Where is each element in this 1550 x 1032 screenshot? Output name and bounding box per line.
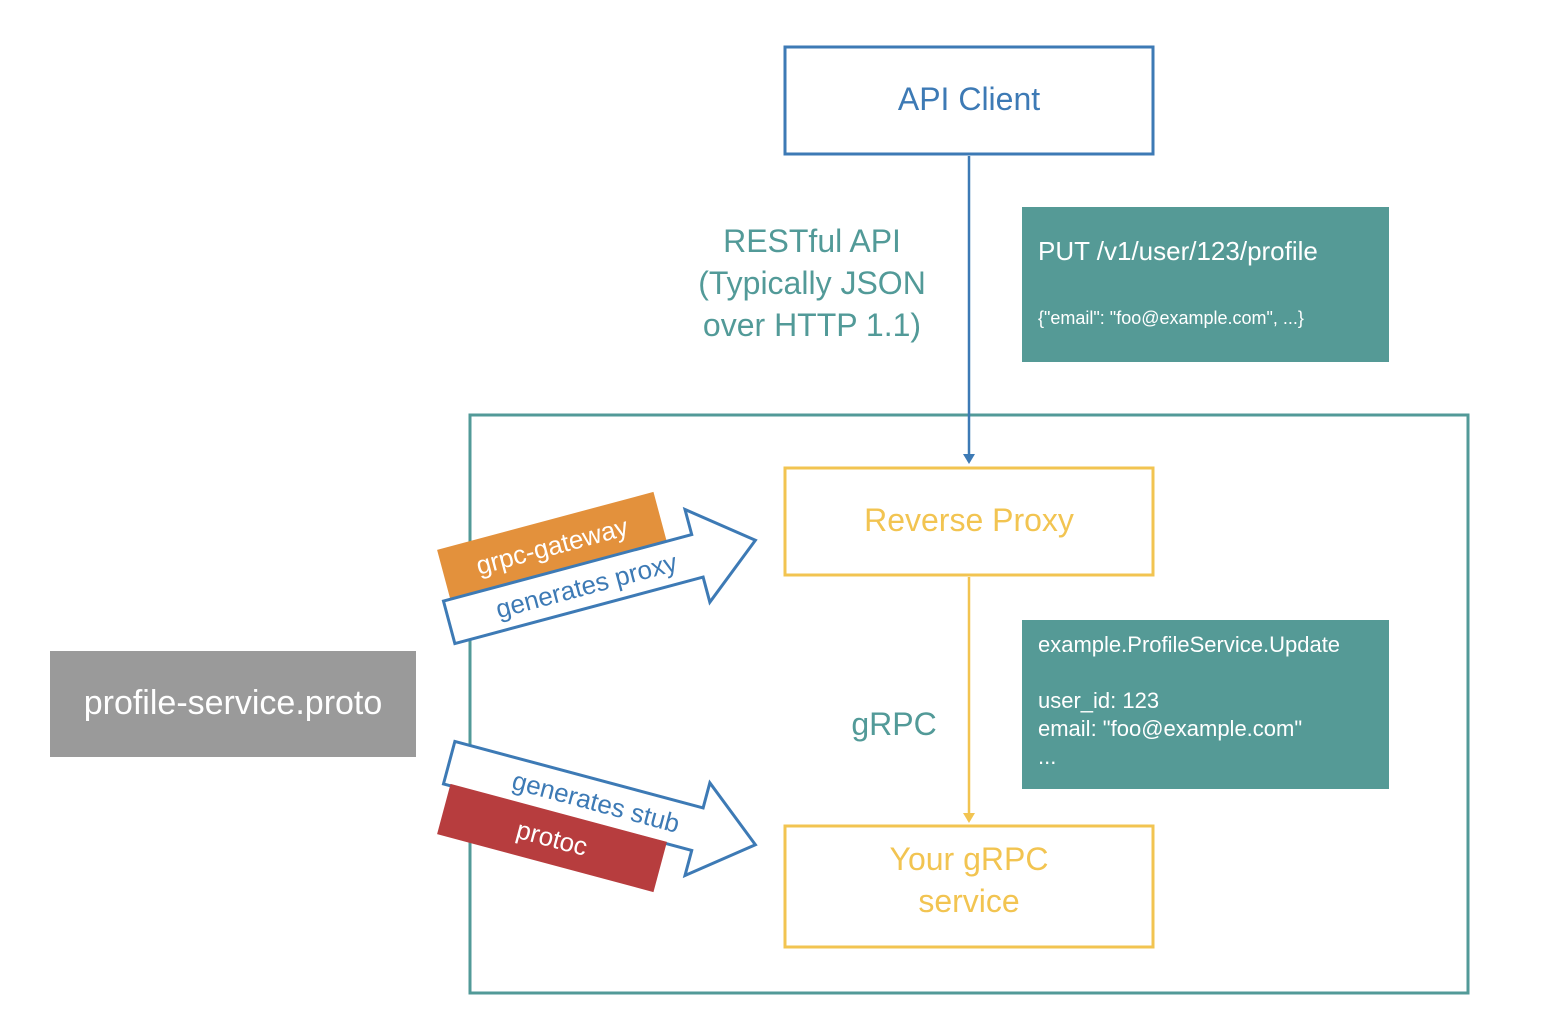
- api-client-label: API Client: [898, 81, 1040, 117]
- grpc-request-line-1: example.ProfileService.Update: [1038, 632, 1340, 657]
- rest-request-note: PUT /v1/user/123/profile {"email": "foo@…: [1022, 207, 1389, 362]
- reverse-proxy-label: Reverse Proxy: [864, 502, 1074, 538]
- protoc-tag: protoc: [437, 783, 667, 893]
- rest-label-line-2: (Typically JSON: [698, 265, 926, 301]
- grpc-request-line-5: ...: [1038, 744, 1056, 769]
- rest-label: RESTful API (Typically JSON over HTTP 1.…: [698, 223, 926, 343]
- grpc-request-line-3: user_id: 123: [1038, 688, 1159, 713]
- proto-file-box: profile-service.proto: [50, 651, 416, 757]
- rest-label-line-1: RESTful API: [723, 223, 901, 259]
- grpc-service-line-1: Your gRPC: [890, 841, 1049, 877]
- grpc-request-note: example.ProfileService.Update user_id: 1…: [1022, 620, 1389, 789]
- rest-request-line-1: PUT /v1/user/123/profile: [1038, 236, 1318, 266]
- grpc-request-line-4: email: "foo@example.com": [1038, 716, 1302, 741]
- proto-file-label: profile-service.proto: [84, 684, 383, 722]
- reverse-proxy-box: Reverse Proxy: [783, 466, 1155, 577]
- grpc-label: gRPC: [851, 706, 936, 742]
- rest-request-line-2: {"email": "foo@example.com", ...}: [1038, 308, 1304, 328]
- grpc-service-line-2: service: [918, 883, 1019, 919]
- grpc-service-box: Your gRPC service: [783, 824, 1155, 949]
- rest-label-line-3: over HTTP 1.1): [703, 307, 921, 343]
- api-client-box: API Client: [783, 45, 1155, 156]
